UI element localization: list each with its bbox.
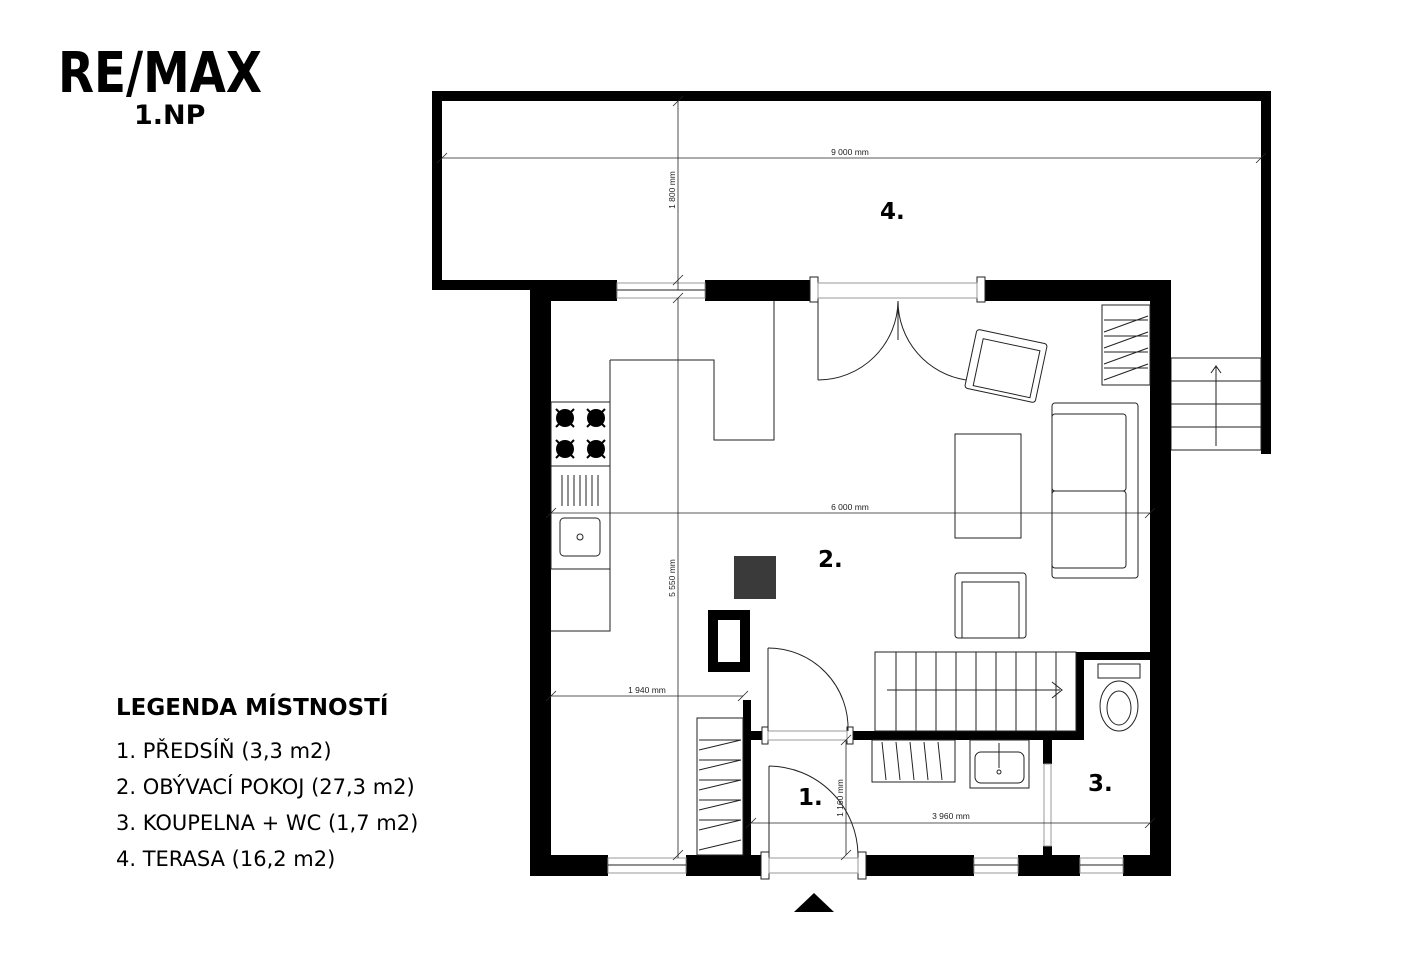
living-furniture xyxy=(874,304,1151,732)
logo-text: RE/MAX xyxy=(58,41,262,106)
house-walls xyxy=(530,280,1171,876)
legend-item: 4. TERASA (16,2 m2) xyxy=(116,847,335,871)
inner-door xyxy=(761,647,854,745)
dim-entry-depth: 1 160 mm xyxy=(835,779,845,817)
room-number-4: 4. xyxy=(880,199,905,225)
dim-bath-width: 3 960 mm xyxy=(932,811,970,821)
dimension-labels: 9 000 mm 1 800 mm 6 000 mm 5 550 mm 1 94… xyxy=(628,147,970,821)
legend-item: 3. KOUPELNA + WC (1,7 m2) xyxy=(116,811,418,835)
entry-furniture xyxy=(696,717,956,856)
room-number-3: 3. xyxy=(1088,771,1113,797)
windows xyxy=(607,282,1124,874)
remax-logo: RE/MAX xyxy=(58,41,262,106)
legend-item: 2. OBÝVACÍ POKOJ (27,3 m2) xyxy=(116,774,415,799)
dim-hall-width: 1 940 mm xyxy=(628,685,666,695)
legend-item: 1. PŘEDSÍŇ (3,3 m2) xyxy=(116,738,332,763)
room-number-1: 1. xyxy=(798,785,823,811)
terrace-door xyxy=(809,276,986,381)
armchair-rotated xyxy=(964,329,1048,403)
sink-drainer xyxy=(559,475,601,557)
room-number-2: 2. xyxy=(818,547,843,573)
dim-living-width: 6 000 mm xyxy=(831,502,869,512)
legend-title: LEGENDA MÍSTNOSTÍ xyxy=(116,693,388,721)
terrace-walls xyxy=(432,91,1271,454)
sofa xyxy=(1051,402,1139,579)
staircase xyxy=(874,651,1077,732)
coffee-table xyxy=(954,433,1022,539)
dim-terrace-depth: 1 800 mm xyxy=(667,171,677,209)
floor-label: 1.NP xyxy=(134,100,205,131)
terrace-stairs xyxy=(1170,357,1262,451)
room-numbers: 1. 2. 3. 4. xyxy=(798,199,1113,811)
entrance-arrow-icon xyxy=(794,893,834,912)
entry-door xyxy=(760,765,867,880)
room-legend: LEGENDA MÍSTNOSTÍ 1. PŘEDSÍŇ (3,3 m2) 2.… xyxy=(116,693,418,871)
armchair xyxy=(954,572,1027,639)
kitchen xyxy=(550,301,775,632)
dim-living-depth: 5 550 mm xyxy=(667,559,677,597)
bathroom-fixtures xyxy=(969,663,1141,789)
dimension-lines xyxy=(436,95,1267,861)
cooktop-burners xyxy=(555,408,606,459)
dim-terrace-width: 9 000 mm xyxy=(831,147,869,157)
